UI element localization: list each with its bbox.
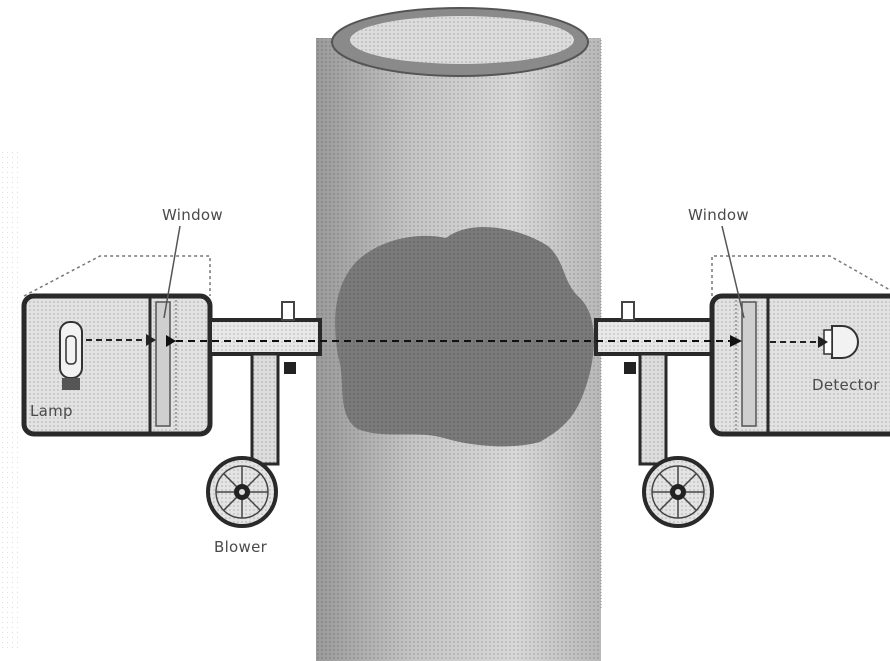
lamp-icon	[59, 321, 83, 390]
port-right	[621, 301, 635, 321]
detector-unit	[709, 255, 890, 437]
lamp-unit	[21, 255, 213, 437]
leader-window-left	[163, 225, 181, 319]
label-window-right: Window	[688, 206, 749, 224]
detector-icon	[823, 325, 859, 359]
right-duct	[594, 301, 714, 466]
label-window-left: Window	[162, 206, 223, 224]
window-left	[155, 301, 171, 427]
label-lamp: Lamp	[30, 402, 73, 420]
label-blower: Blower	[214, 538, 268, 556]
blower-right	[642, 456, 714, 528]
light-beam	[166, 335, 742, 347]
window-right	[741, 301, 757, 427]
leader-window-right	[721, 225, 745, 319]
blower-left	[206, 456, 278, 528]
background-texture	[0, 150, 20, 650]
port-left	[281, 301, 295, 321]
left-duct	[208, 301, 322, 466]
label-detector: Detector	[812, 376, 880, 394]
